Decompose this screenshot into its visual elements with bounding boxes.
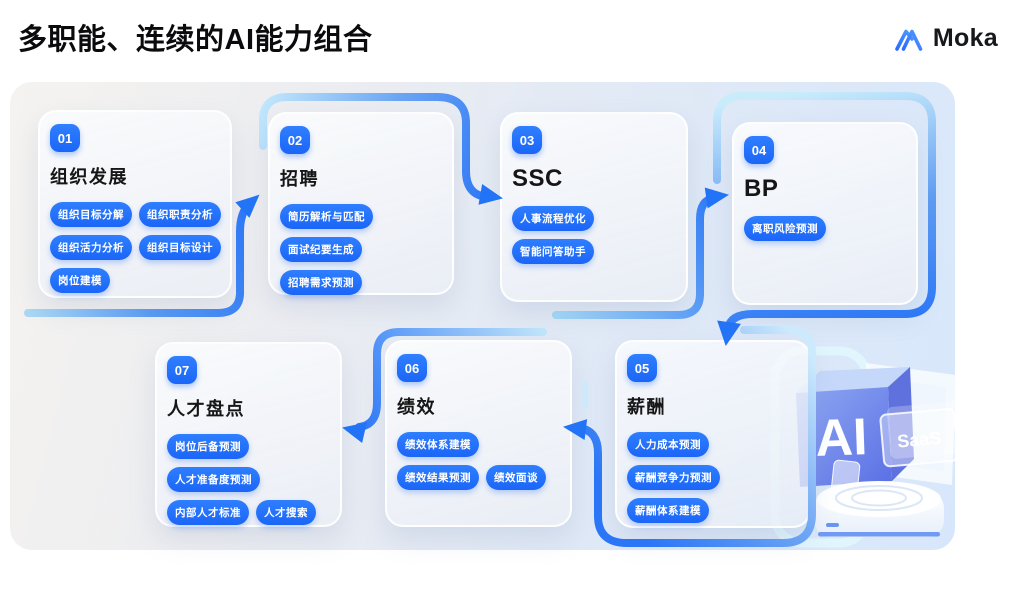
card-title: 组织发展 [50, 167, 128, 187]
ai-saas-illustration: AI SaaS [770, 346, 964, 548]
pill-list: 离职风险预测 [744, 216, 910, 241]
card-organization-development: 01 组织发展 组织目标分解组织职责分析组织活力分析组织目标设计岗位建模 [38, 110, 232, 298]
capability-pill: 组织职责分析 [139, 202, 221, 227]
ai-cube-front [796, 387, 892, 487]
pill-list: 简历解析与匹配面试纪要生成招聘需求预测 [280, 204, 446, 295]
saas-chip: SaaS [879, 401, 964, 468]
capability-pill: 薪酬体系建模 [627, 498, 709, 523]
capability-pill: 面试纪要生成 [280, 237, 362, 262]
card-ssc: 03 SSC 人事流程优化智能问答助手 [500, 112, 688, 302]
card-number-badge: 07 [167, 356, 197, 384]
card-title: 人才盘点 [167, 399, 245, 419]
capability-pill: 智能问答助手 [512, 239, 594, 264]
capability-pill: 绩效面谈 [486, 465, 546, 490]
capability-pill: 岗位建模 [50, 268, 110, 293]
card-number-badge: 03 [512, 126, 542, 154]
card-title: 绩效 [397, 397, 436, 417]
card-talent-review: 07 人才盘点 岗位后备预测人才准备度预测内部人才标准人才搜索 [155, 342, 342, 527]
card-number-badge: 05 [627, 354, 657, 382]
card-title: SSC [512, 165, 563, 192]
card-title: 薪酬 [627, 397, 666, 417]
platform [814, 481, 944, 537]
saas-chip-label: SaaS [896, 428, 942, 452]
pill-list: 绩效体系建模绩效结果预测绩效面谈 [397, 432, 564, 490]
card-number-badge: 02 [280, 126, 310, 154]
moka-mountain-icon [895, 29, 923, 51]
pill-list: 岗位后备预测人才准备度预测内部人才标准人才搜索 [167, 434, 334, 525]
card-compensation: 05 薪酬 人力成本预测薪酬竞争力预测薪酬体系建模 [615, 340, 811, 528]
capability-pill: 人事流程优化 [512, 206, 594, 231]
card-bp: 04 BP 离职风险预测 [732, 122, 918, 305]
capability-pill: 薪酬竞争力预测 [627, 465, 720, 490]
capability-pill: 离职风险预测 [744, 216, 826, 241]
capability-pill: 岗位后备预测 [167, 434, 249, 459]
capability-pill: 内部人才标准 [167, 500, 249, 525]
card-recruiting: 02 招聘 简历解析与匹配面试纪要生成招聘需求预测 [268, 112, 454, 295]
card-performance: 06 绩效 绩效体系建模绩效结果预测绩效面谈 [385, 340, 572, 527]
capability-pill: 组织活力分析 [50, 235, 132, 260]
card-number-badge: 06 [397, 354, 427, 382]
capability-pill: 绩效结果预测 [397, 465, 479, 490]
page-title: 多职能、连续的AI能力组合 [18, 24, 373, 56]
brand-logo: Moka [892, 24, 998, 53]
ai-cube-label: AI [814, 408, 868, 468]
capability-pill: 简历解析与匹配 [280, 204, 373, 229]
card-number-badge: 01 [50, 124, 80, 152]
capability-pill: 人才准备度预测 [167, 467, 260, 492]
capability-pill: 人才搜索 [256, 500, 316, 525]
pill-list: 组织目标分解组织职责分析组织活力分析组织目标设计岗位建模 [50, 202, 224, 293]
pill-list: 人力成本预测薪酬竞争力预测薪酬体系建模 [627, 432, 803, 523]
pill-list: 人事流程优化智能问答助手 [512, 206, 680, 264]
brand-name: Moka [932, 24, 998, 52]
capability-pill: 招聘需求预测 [280, 270, 362, 295]
capability-pill: 组织目标分解 [50, 202, 132, 227]
card-title: 招聘 [280, 169, 319, 189]
capability-pill: 绩效体系建模 [397, 432, 479, 457]
ai-cube-side [888, 367, 914, 481]
ai-cube-top [796, 367, 910, 393]
card-number-badge: 04 [744, 136, 774, 164]
capability-pill: 组织目标设计 [139, 235, 221, 260]
card-title: BP [744, 175, 779, 202]
capability-pill: 人力成本预测 [627, 432, 709, 457]
